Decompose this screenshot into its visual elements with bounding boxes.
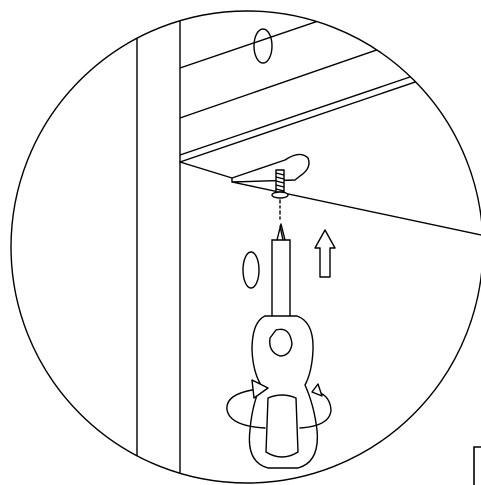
upper-hole — [253, 28, 273, 64]
up-arrow-icon — [314, 229, 336, 278]
bracket — [231, 153, 310, 183]
side-hole — [242, 251, 260, 289]
screw — [271, 169, 289, 220]
corner-box — [473, 446, 481, 485]
detail-circle — [10, 10, 481, 484]
side-panel — [136, 11, 181, 483]
rotation-arrow-icon — [226, 379, 332, 429]
screwdriver — [248, 223, 319, 469]
shelf — [179, 59, 481, 236]
